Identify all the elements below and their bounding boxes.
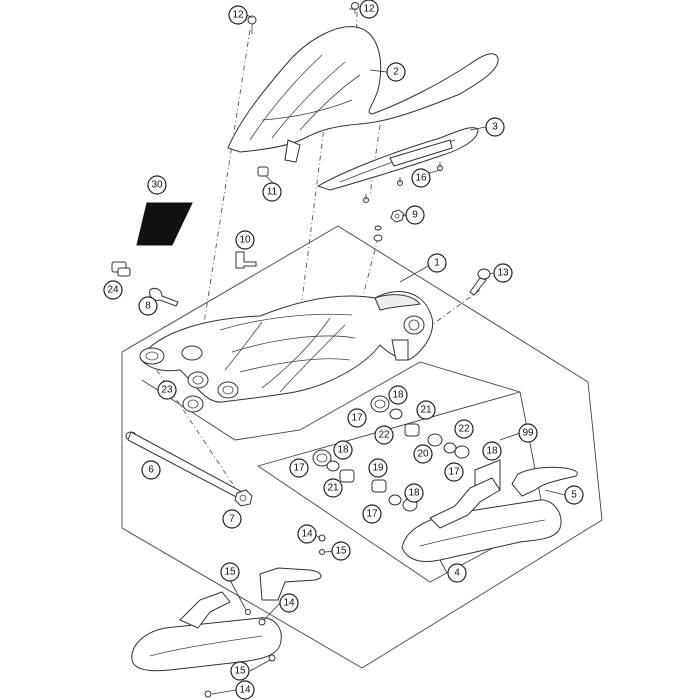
callout-15-b: 15 xyxy=(220,562,240,582)
callout-5: 5 xyxy=(564,485,584,505)
svg-text:18: 18 xyxy=(337,445,349,456)
svg-text:14: 14 xyxy=(239,685,251,696)
callout-11: 11 xyxy=(262,182,282,202)
callout-23: 23 xyxy=(157,380,177,400)
svg-text:19: 19 xyxy=(372,463,384,474)
callout-3: 3 xyxy=(485,117,505,137)
bolt-8 xyxy=(149,287,179,307)
callout-8: 8 xyxy=(138,296,158,316)
svg-text:21: 21 xyxy=(420,405,432,416)
chain-guide-lower xyxy=(259,567,322,601)
callout-21-b: 21 xyxy=(323,478,343,498)
svg-text:18: 18 xyxy=(486,446,498,457)
callout-99: 99 xyxy=(518,423,538,443)
callout-16: 16 xyxy=(411,168,431,188)
grease-nipple-24 xyxy=(111,261,131,277)
chain-slider-4 xyxy=(401,477,562,562)
callout-4: 4 xyxy=(447,563,467,583)
svg-text:14: 14 xyxy=(301,529,313,540)
svg-text:4: 4 xyxy=(454,568,460,579)
callout-14-a: 14 xyxy=(297,524,317,544)
callout-14-c: 14 xyxy=(235,680,255,700)
callout-18-d: 18 xyxy=(404,483,424,503)
callout-18-c: 18 xyxy=(482,441,502,461)
svg-text:17: 17 xyxy=(448,467,460,478)
callout-15-a: 15 xyxy=(331,541,351,561)
svg-text:21: 21 xyxy=(327,483,339,494)
svg-text:18: 18 xyxy=(392,390,404,401)
callout-2: 2 xyxy=(386,62,406,82)
bolt-10 xyxy=(235,251,257,269)
chain-guard xyxy=(227,26,499,163)
callout-12-top: 12 xyxy=(359,0,379,19)
svg-text:20: 20 xyxy=(417,449,429,460)
svg-text:18: 18 xyxy=(408,488,420,499)
svg-text:17: 17 xyxy=(293,463,305,474)
svg-text:2: 2 xyxy=(393,67,399,78)
callout-15-c: 15 xyxy=(230,661,250,681)
callout-6: 6 xyxy=(141,460,161,480)
svg-text:5: 5 xyxy=(571,490,577,501)
svg-text:3: 3 xyxy=(492,122,498,133)
callout-1: 1 xyxy=(427,253,447,273)
screw-12-top xyxy=(351,2,359,14)
callout-21-a: 21 xyxy=(416,400,436,420)
callout-12-left: 12 xyxy=(228,5,248,25)
svg-text:14: 14 xyxy=(283,598,295,609)
svg-text:22: 22 xyxy=(458,424,470,435)
svg-text:15: 15 xyxy=(234,666,246,677)
callout-24: 24 xyxy=(103,280,123,300)
bolt-13 xyxy=(469,268,491,296)
callout-19: 19 xyxy=(368,458,388,478)
svg-text:11: 11 xyxy=(267,187,278,198)
svg-text:24: 24 xyxy=(107,285,119,296)
chain-slider-lower xyxy=(131,591,282,672)
callout-30: 30 xyxy=(147,175,167,195)
callout-10: 10 xyxy=(235,230,255,250)
callout-20: 20 xyxy=(413,444,433,464)
leader-lines xyxy=(211,8,566,695)
swingarm-axle-6 xyxy=(125,431,253,507)
svg-text:9: 9 xyxy=(412,210,418,221)
svg-text:1: 1 xyxy=(434,258,440,269)
swingarm-body xyxy=(139,291,434,403)
callout-17-c: 17 xyxy=(444,462,464,482)
chain-slider-top xyxy=(316,127,479,191)
svg-text:13: 13 xyxy=(497,268,509,279)
svg-text:12: 12 xyxy=(232,10,244,21)
svg-text:15: 15 xyxy=(224,567,236,578)
svg-text:16: 16 xyxy=(415,173,427,184)
spacer-11 xyxy=(257,166,269,177)
svg-text:22: 22 xyxy=(378,430,390,441)
svg-text:6: 6 xyxy=(148,465,154,476)
callout-17-b: 17 xyxy=(289,458,309,478)
svg-text:99: 99 xyxy=(522,428,534,439)
callout-7: 7 xyxy=(222,509,242,529)
callout-13: 13 xyxy=(493,263,513,283)
callout-9: 9 xyxy=(405,205,425,225)
svg-text:12: 12 xyxy=(363,4,375,15)
svg-text:30: 30 xyxy=(151,180,163,191)
svg-text:8: 8 xyxy=(145,301,151,312)
nut-9 xyxy=(373,209,405,242)
bearing-23 xyxy=(182,371,209,413)
svg-text:15: 15 xyxy=(335,546,347,557)
sticker-30 xyxy=(136,202,193,246)
svg-text:10: 10 xyxy=(239,235,251,246)
callout-18-a: 18 xyxy=(388,385,408,405)
callout-22-b: 22 xyxy=(454,419,474,439)
callout-22-a: 22 xyxy=(374,425,394,445)
screw-12-left xyxy=(247,15,257,34)
assembly-frame-main xyxy=(121,225,603,669)
svg-text:23: 23 xyxy=(161,385,173,396)
callout-14-b: 14 xyxy=(279,593,299,613)
callout-17-d: 17 xyxy=(362,504,382,524)
callout-17-a: 17 xyxy=(347,408,367,428)
svg-text:17: 17 xyxy=(366,509,378,520)
small-fasteners xyxy=(204,534,326,698)
callout-18-b: 18 xyxy=(333,440,353,460)
svg-text:17: 17 xyxy=(351,413,363,424)
svg-text:7: 7 xyxy=(229,514,235,525)
